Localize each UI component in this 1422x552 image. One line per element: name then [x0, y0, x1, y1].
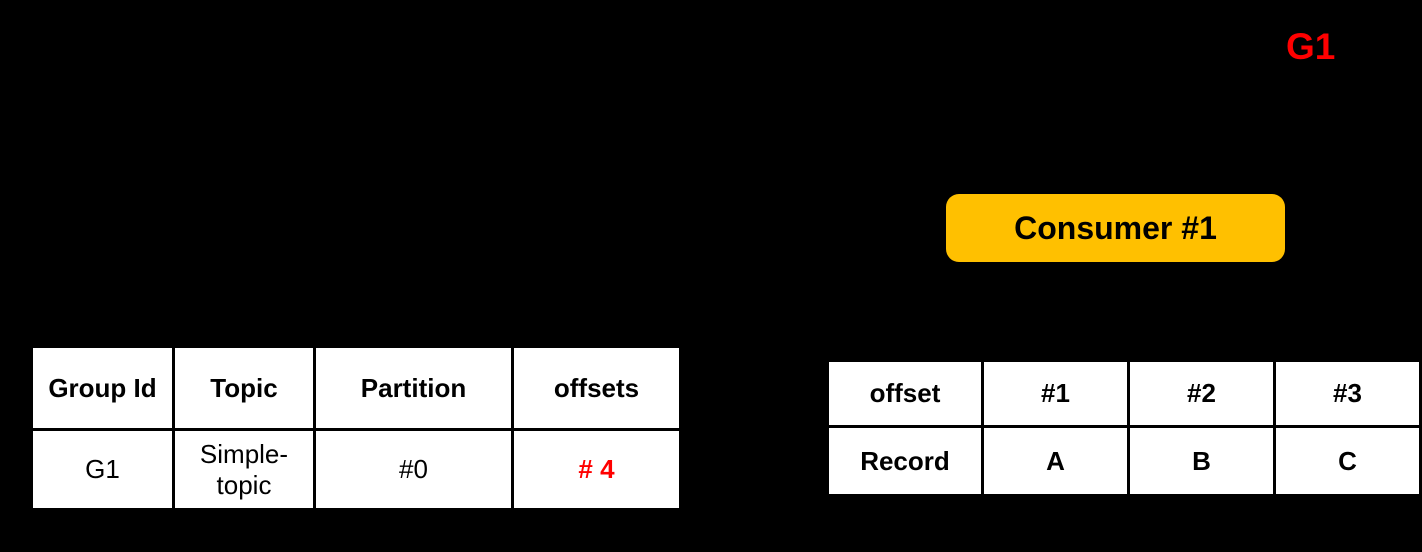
offsets-table-header-group-id: Group Id	[30, 345, 175, 431]
partition-records-table: offset #1 #2 #3 Record A B C	[826, 359, 1422, 497]
records-table-record-label: Record	[826, 425, 984, 497]
records-table-record-c: C	[1272, 425, 1422, 497]
offsets-table-header-partition: Partition	[313, 345, 514, 431]
offsets-table-data-row: G1 Simple-topic #0 # 4	[30, 428, 682, 511]
records-table-offset-3: #3	[1272, 359, 1422, 428]
records-table-offset-2: #2	[1126, 359, 1276, 428]
records-table-record-a: A	[980, 425, 1130, 497]
records-table-record-row: Record A B C	[826, 425, 1422, 497]
records-table-record-b: B	[1126, 425, 1276, 497]
records-table-offset-label: offset	[826, 359, 984, 428]
offsets-table-header-offsets: offsets	[511, 345, 682, 431]
consumer-1-button-label: Consumer #1	[1014, 209, 1217, 246]
offsets-table-header-row: Group Id Topic Partition offsets	[30, 345, 682, 431]
records-table-offset-row: offset #1 #2 #3	[826, 359, 1422, 428]
consumer-1-button[interactable]: Consumer #1	[946, 194, 1285, 262]
offsets-table-cell-offsets: # 4	[511, 428, 682, 511]
consumer-group-label: G1	[1286, 26, 1336, 67]
records-table-offset-1: #1	[980, 359, 1130, 428]
consumer-offsets-table: Group Id Topic Partition offsets G1 Simp…	[30, 345, 682, 511]
offsets-table-header-topic: Topic	[172, 345, 316, 431]
offsets-table-cell-topic: Simple-topic	[172, 428, 316, 511]
offsets-table-cell-group-id: G1	[30, 428, 175, 511]
offsets-table-cell-partition: #0	[313, 428, 514, 511]
